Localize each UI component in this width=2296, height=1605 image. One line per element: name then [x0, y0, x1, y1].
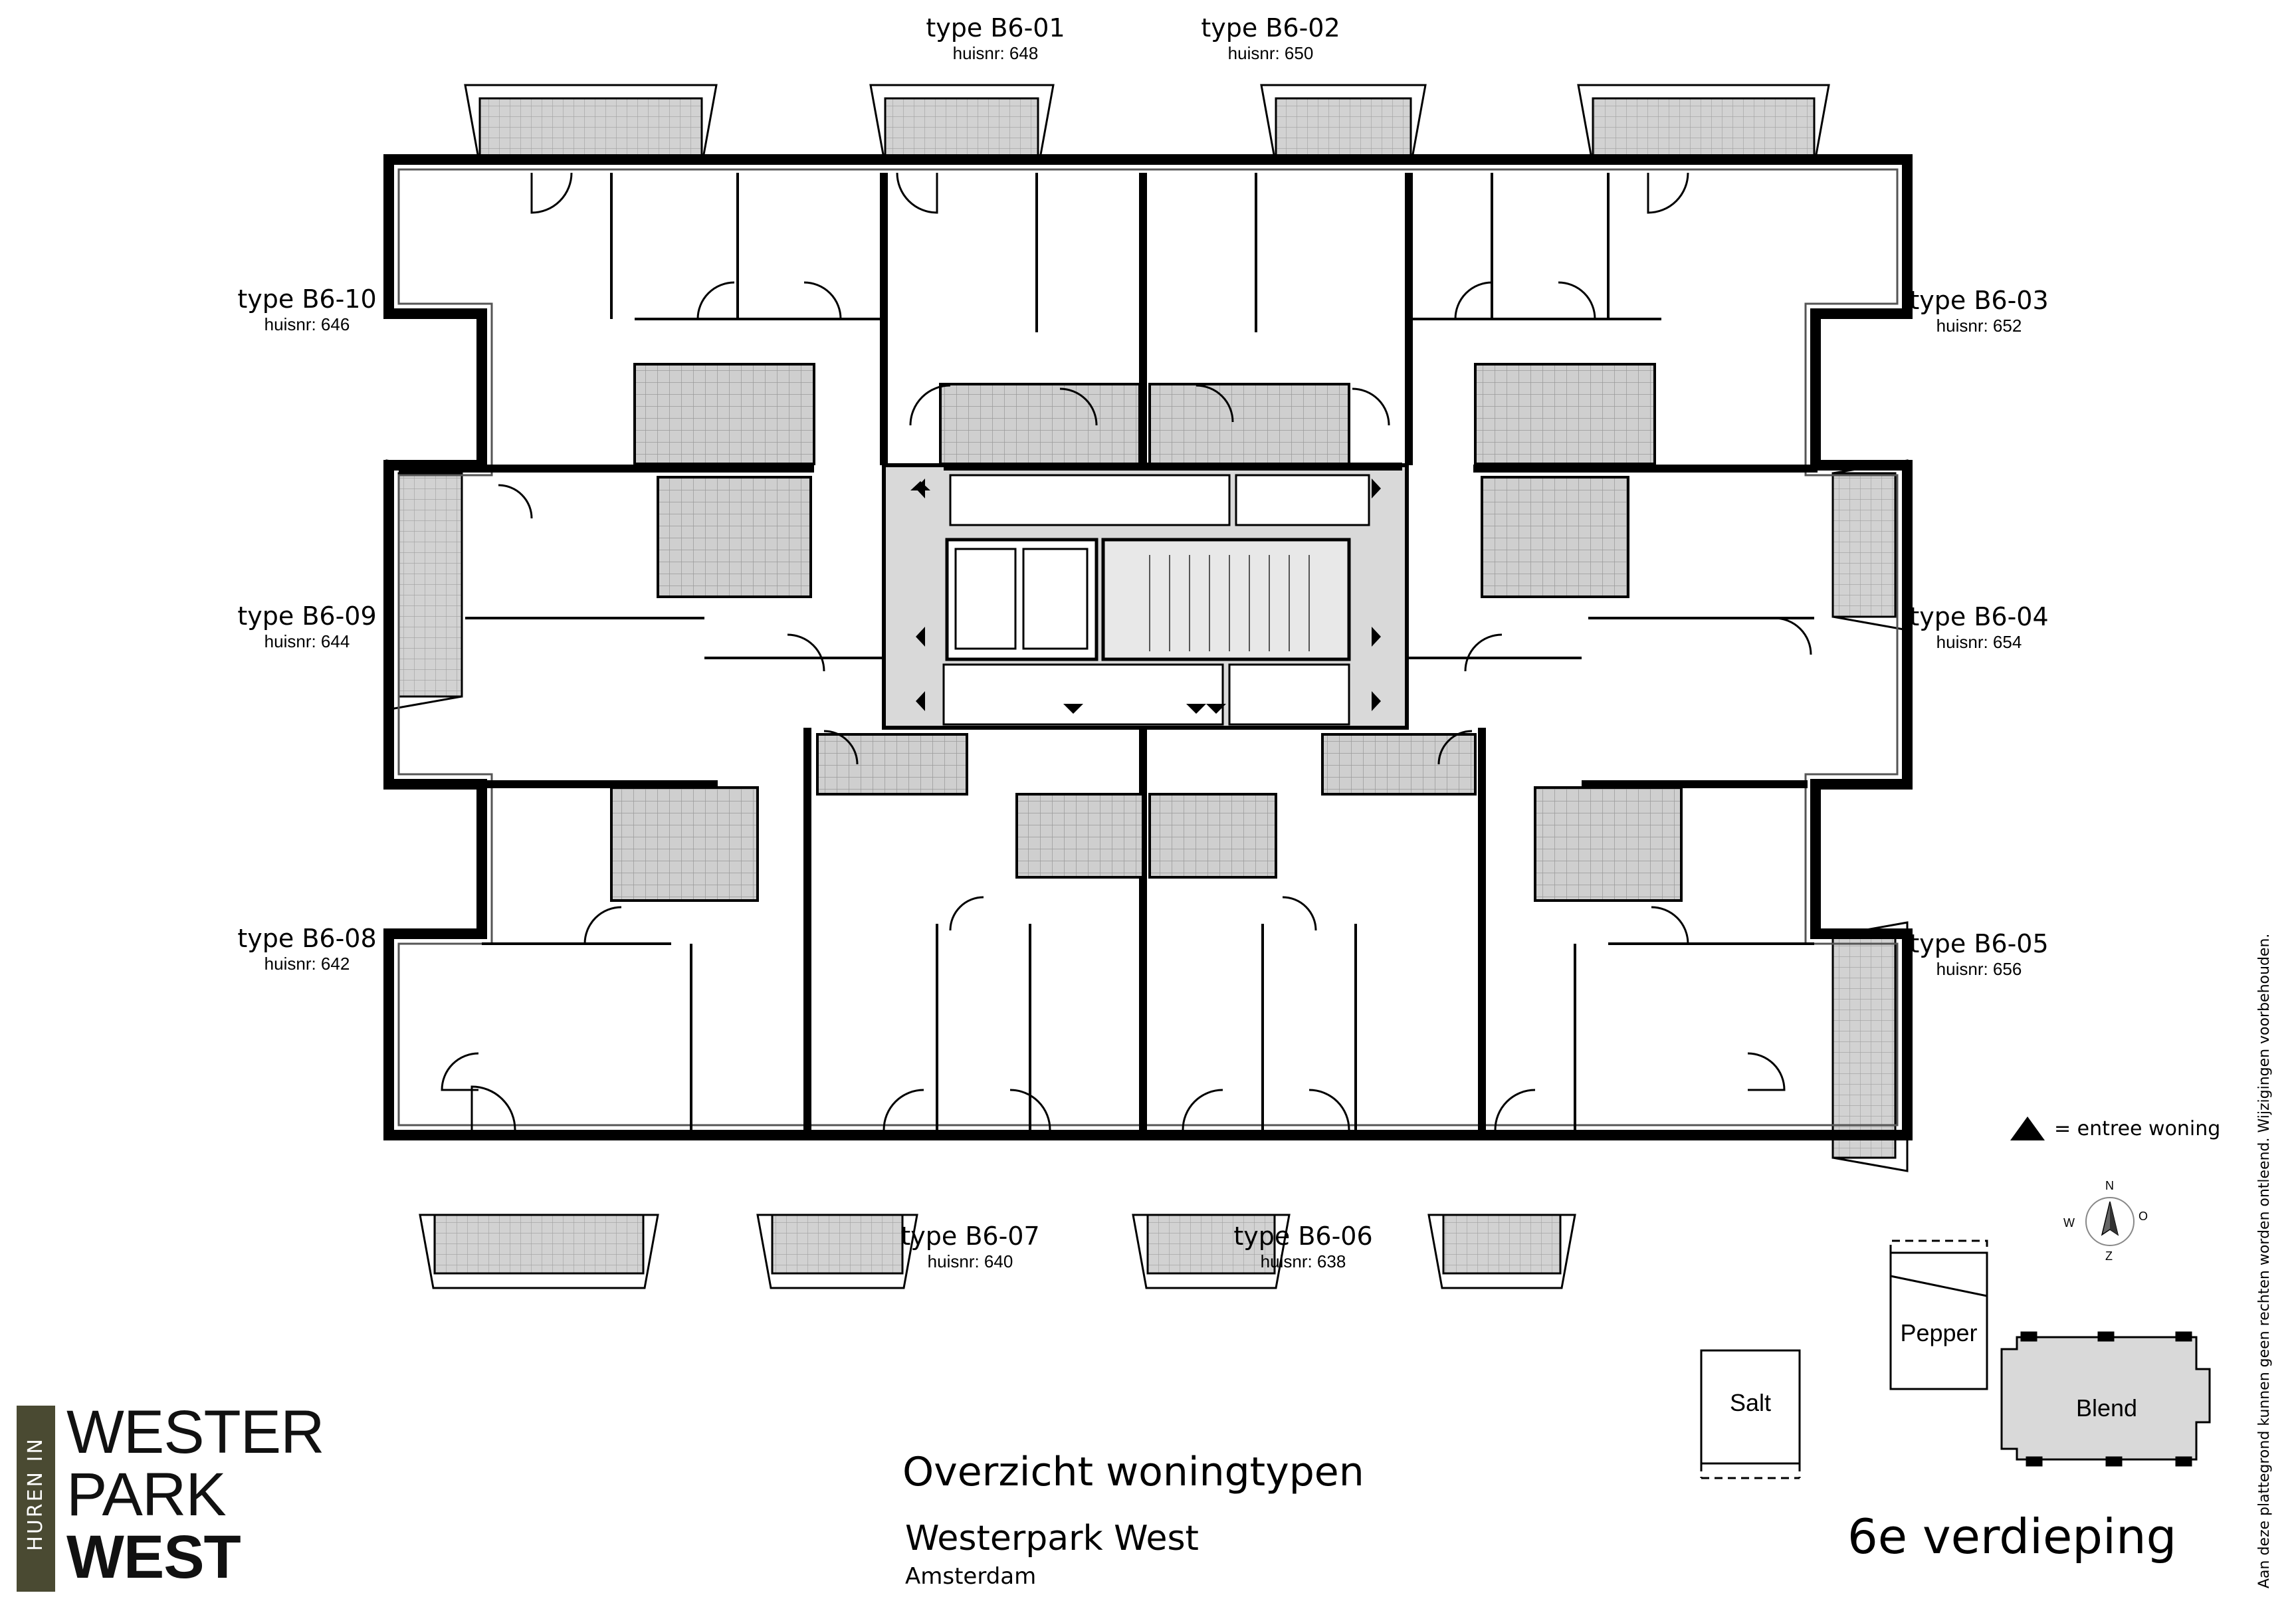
compass-west: W — [2063, 1216, 2075, 1230]
balcony-bottom-2 — [756, 1214, 918, 1289]
disclaimer: Aan deze plattegrond kunnen geen rechten… — [2256, 933, 2273, 1588]
site-label-blend: Blend — [2075, 1394, 2138, 1422]
unit-house-number: huisnr: 654 — [1936, 632, 2022, 652]
compass-east: O — [2139, 1210, 2148, 1223]
balcony-top-1 — [464, 84, 718, 160]
balcony-bottom-3 — [1132, 1214, 1291, 1289]
logo-bar — [17, 1406, 55, 1592]
compass-south: Z — [2105, 1249, 2113, 1263]
balcony-right-1 — [1831, 459, 1909, 631]
building-salt — [1700, 1349, 1801, 1465]
logo-line-3: WEST — [66, 1523, 241, 1591]
legend: = entree woning — [2010, 1117, 2220, 1140]
unit-house-number: huisnr: 650 — [1227, 43, 1314, 63]
page-title: Overzicht woningtypen — [902, 1449, 1364, 1495]
compass — [2085, 1197, 2135, 1246]
unit-type: type B6-09 — [237, 601, 377, 631]
balcony-top-4 — [1577, 84, 1830, 160]
unit-label-b6-01: type B6-01 huisnr: 648 — [896, 13, 1095, 64]
unit-house-number: huisnr: 644 — [264, 631, 350, 651]
unit-label-b6-08: type B6-08 huisnr: 642 — [207, 924, 407, 974]
unit-type: type B6-06 — [1233, 1222, 1373, 1251]
project-city: Amsterdam — [905, 1563, 1037, 1590]
site-label-pepper: Pepper — [1900, 1319, 1978, 1346]
logo-line-1: WESTER — [66, 1398, 325, 1466]
unit-type: type B6-01 — [926, 13, 1065, 43]
unit-house-number: huisnr: 656 — [1936, 959, 2022, 979]
unit-label-b6-05: type B6-05 huisnr: 656 — [1879, 929, 2079, 980]
unit-label-b6-02: type B6-02 huisnr: 650 — [1171, 13, 1370, 64]
unit-label-b6-03: type B6-03 huisnr: 652 — [1879, 286, 2079, 336]
balconies — [385, 84, 1909, 1289]
balcony-top-3 — [1260, 84, 1427, 160]
unit-label-b6-09: type B6-09 huisnr: 644 — [207, 601, 407, 652]
unit-type: type B6-05 — [1909, 929, 2049, 958]
floor-label: 6e verdieping — [1847, 1509, 2177, 1564]
building-pepper — [1889, 1251, 1988, 1390]
unit-house-number: huisnr: 652 — [1936, 316, 2022, 336]
unit-type: type B6-02 — [1201, 13, 1340, 43]
unit-house-number: huisnr: 638 — [1260, 1251, 1346, 1271]
project-name: Westerpark West — [905, 1519, 1199, 1558]
logo: WESTER PARK WEST — [66, 1398, 325, 1591]
balcony-bottom-4 — [1427, 1214, 1576, 1289]
unit-type: type B6-03 — [1909, 286, 2049, 315]
unit-house-number: huisnr: 642 — [264, 954, 350, 974]
unit-type: type B6-08 — [237, 924, 377, 953]
bathrooms — [610, 363, 1683, 902]
building-blend — [2000, 1336, 2211, 1461]
balcony-right-2 — [1831, 921, 1909, 1172]
balcony-bottom-1 — [419, 1214, 659, 1289]
site-label-salt: Salt — [1729, 1389, 1772, 1416]
legend-label: = entree woning — [2054, 1117, 2221, 1140]
unit-label-b6-10: type B6-10 huisnr: 646 — [207, 284, 407, 335]
unit-house-number: huisnr: 646 — [264, 314, 350, 334]
unit-type: type B6-07 — [900, 1222, 1040, 1251]
unit-house-number: huisnr: 648 — [952, 43, 1039, 63]
entrance-triangle-icon — [2010, 1117, 2045, 1140]
balcony-top-2 — [869, 84, 1055, 160]
compass-north: N — [2105, 1179, 2114, 1192]
interior-walls — [465, 173, 1814, 1130]
doors — [441, 172, 1812, 1130]
central-core — [882, 463, 1409, 730]
unit-label-b6-06: type B6-06 huisnr: 638 — [1203, 1222, 1403, 1272]
unit-type: type B6-04 — [1909, 602, 2049, 631]
unit-type: type B6-10 — [237, 284, 377, 314]
entrance-markers — [910, 479, 1381, 714]
logo-vertical-text: HUREN IN — [24, 1437, 47, 1551]
unit-label-b6-07: type B6-07 huisnr: 640 — [871, 1222, 1070, 1272]
unit-label-b6-04: type B6-04 huisnr: 654 — [1879, 602, 2079, 653]
site-plan — [1700, 1239, 2211, 1479]
logo-line-2: PARK — [66, 1461, 227, 1529]
unit-house-number: huisnr: 640 — [927, 1251, 1013, 1271]
